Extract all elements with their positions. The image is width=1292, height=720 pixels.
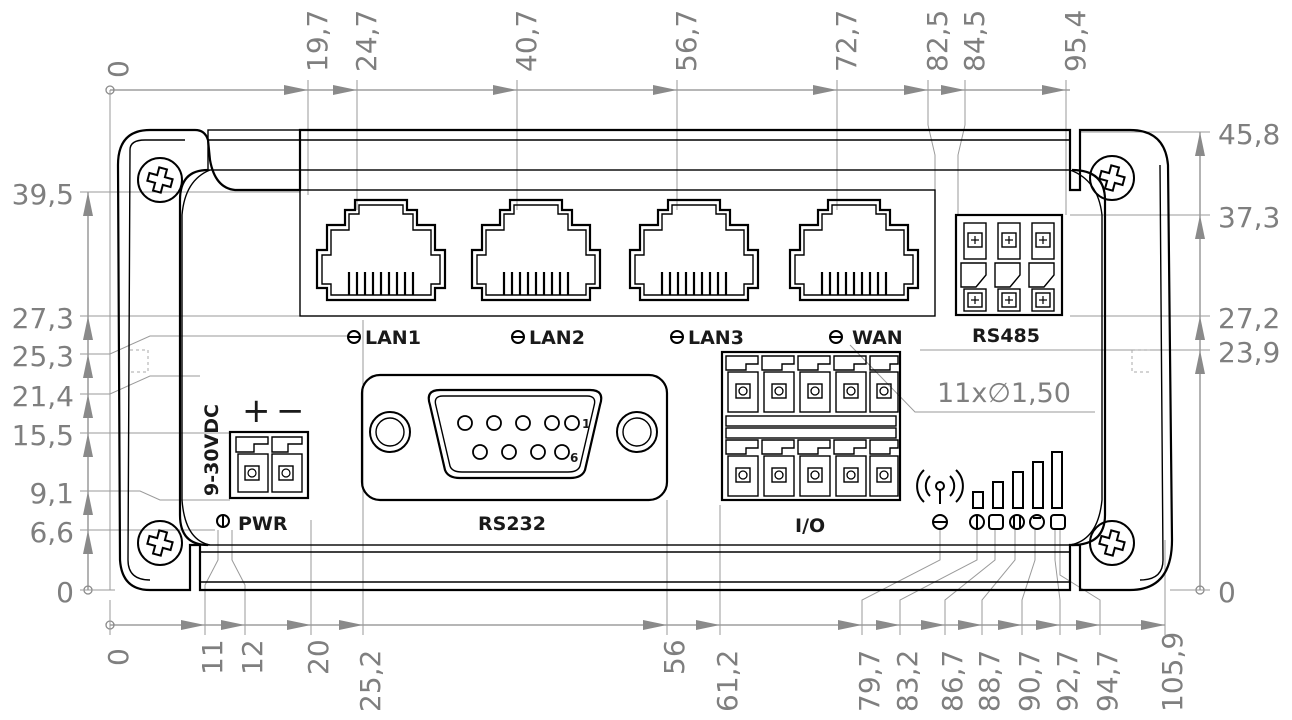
pwr-led-icon <box>216 514 230 528</box>
left-dimension-lines <box>80 191 350 595</box>
top-dim-24-7: 24,7 <box>350 10 383 72</box>
rs232-label: RS232 <box>478 513 546 535</box>
top-dim-19-7: 19,7 <box>301 10 334 72</box>
left-dimension-labels: 39,5 27,3 25,3 21,4 15,5 9,1 6,6 0 <box>12 178 74 609</box>
bottom-dim-12: 12 <box>236 639 269 675</box>
left-dim-27-3: 27,3 <box>12 302 74 335</box>
left-dim-39-5: 39,5 <box>12 178 74 211</box>
rs485-connector-icon <box>954 213 1064 317</box>
lan1-label: LAN1 <box>365 327 421 349</box>
rj45-port-wan-icon <box>788 198 920 302</box>
top-dimension-labels: 0 19,7 24,7 40,7 56,7 72,7 82,5 84,5 95,… <box>102 10 1092 78</box>
screw-top-right-icon <box>1089 155 1135 201</box>
power-plus-label: + <box>242 391 271 431</box>
antenna-signal-icon <box>916 469 964 504</box>
top-dim-95-4: 95,4 <box>1059 10 1092 72</box>
io-terminal-block-icon <box>720 350 902 502</box>
lan2-led-icon <box>511 330 525 344</box>
voltage-label: 9-30VDC <box>201 404 223 496</box>
bottom-dim-0: 0 <box>102 648 135 666</box>
top-dim-0: 0 <box>102 60 135 78</box>
left-dim-6-6: 6,6 <box>29 516 74 549</box>
left-dim-9-1: 9,1 <box>29 477 74 510</box>
left-dim-21-4: 21,4 <box>12 380 74 413</box>
power-minus-label: − <box>276 391 305 431</box>
top-dim-56-7: 56,7 <box>670 10 703 72</box>
screw-bottom-left-icon <box>137 520 183 566</box>
lan1-led-icon <box>347 330 361 344</box>
bottom-dimension-labels: 0 11 12 20 25,2 56 61,2 79,7 83,2 86,7 8… <box>102 632 1189 712</box>
top-dimension-lines <box>105 80 1070 590</box>
power-connector-icon <box>228 430 310 500</box>
top-dim-82-5: 82,5 <box>921 10 954 72</box>
wan-led-icon <box>829 330 843 344</box>
bottom-dimension-lines <box>105 320 1166 635</box>
io-label: I/O <box>795 515 825 537</box>
status-leds-icon <box>932 514 1066 530</box>
right-dim-37-3: 37,3 <box>1218 201 1280 234</box>
top-dim-84-5: 84,5 <box>958 10 991 72</box>
lan2-label: LAN2 <box>529 327 585 349</box>
right-dim-23-9: 23,9 <box>1218 336 1280 369</box>
pwr-label: PWR <box>238 513 288 535</box>
hole-note-text: 11x∅1,50 <box>937 378 1071 409</box>
rj45-port-lan1-icon <box>315 198 447 302</box>
left-dim-15-5: 15,5 <box>12 419 74 452</box>
bottom-dim-20: 20 <box>302 639 335 675</box>
rs485-label: RS485 <box>972 325 1040 347</box>
bottom-dim-94-7: 94,7 <box>1091 650 1124 712</box>
bottom-dim-83-2: 83,2 <box>891 650 924 712</box>
screw-bottom-right-icon <box>1089 520 1135 566</box>
ethernet-port-frame <box>299 189 936 317</box>
left-dim-0: 0 <box>56 576 74 609</box>
bottom-dim-56: 56 <box>658 639 691 675</box>
wan-label: WAN <box>852 327 903 349</box>
db9-pin6-label: 6 <box>570 451 578 465</box>
screw-top-left-icon <box>137 157 183 203</box>
rj45-port-lan3-icon <box>628 198 760 302</box>
right-dim-45-8: 45,8 <box>1218 118 1280 151</box>
signal-strength-bars-icon <box>972 451 1063 509</box>
hole-note: 11x∅1,50 <box>849 344 1095 413</box>
left-dim-25-3: 25,3 <box>12 340 74 373</box>
device-body <box>116 128 1174 592</box>
bottom-dim-92-7: 92,7 <box>1051 650 1084 712</box>
right-dim-0: 0 <box>1218 576 1236 609</box>
right-dimension-labels: 45,8 37,3 27,2 23,9 0 <box>1218 118 1280 609</box>
top-dim-72-7: 72,7 <box>830 10 863 72</box>
bottom-dim-25-2: 25,2 <box>354 650 387 712</box>
bottom-dim-79-7: 79,7 <box>853 650 886 712</box>
lan3-led-icon <box>670 330 684 344</box>
lan3-label: LAN3 <box>688 327 744 349</box>
right-dimension-lines <box>920 131 1210 595</box>
right-dim-27-2: 27,2 <box>1218 302 1280 335</box>
top-dim-40-7: 40,7 <box>510 10 543 72</box>
bottom-dim-11: 11 <box>196 639 229 675</box>
rs232-db9-connector-icon <box>360 373 669 502</box>
db9-pin1-label: 1 <box>582 417 590 431</box>
bottom-dim-88-7: 88,7 <box>973 650 1006 712</box>
rj45-port-lan2-icon <box>470 198 602 302</box>
bottom-dim-105-9: 105,9 <box>1156 632 1189 712</box>
bottom-dim-90-7: 90,7 <box>1013 650 1046 712</box>
bottom-dim-86-7: 86,7 <box>936 650 969 712</box>
bottom-dim-61-2: 61,2 <box>711 650 744 712</box>
